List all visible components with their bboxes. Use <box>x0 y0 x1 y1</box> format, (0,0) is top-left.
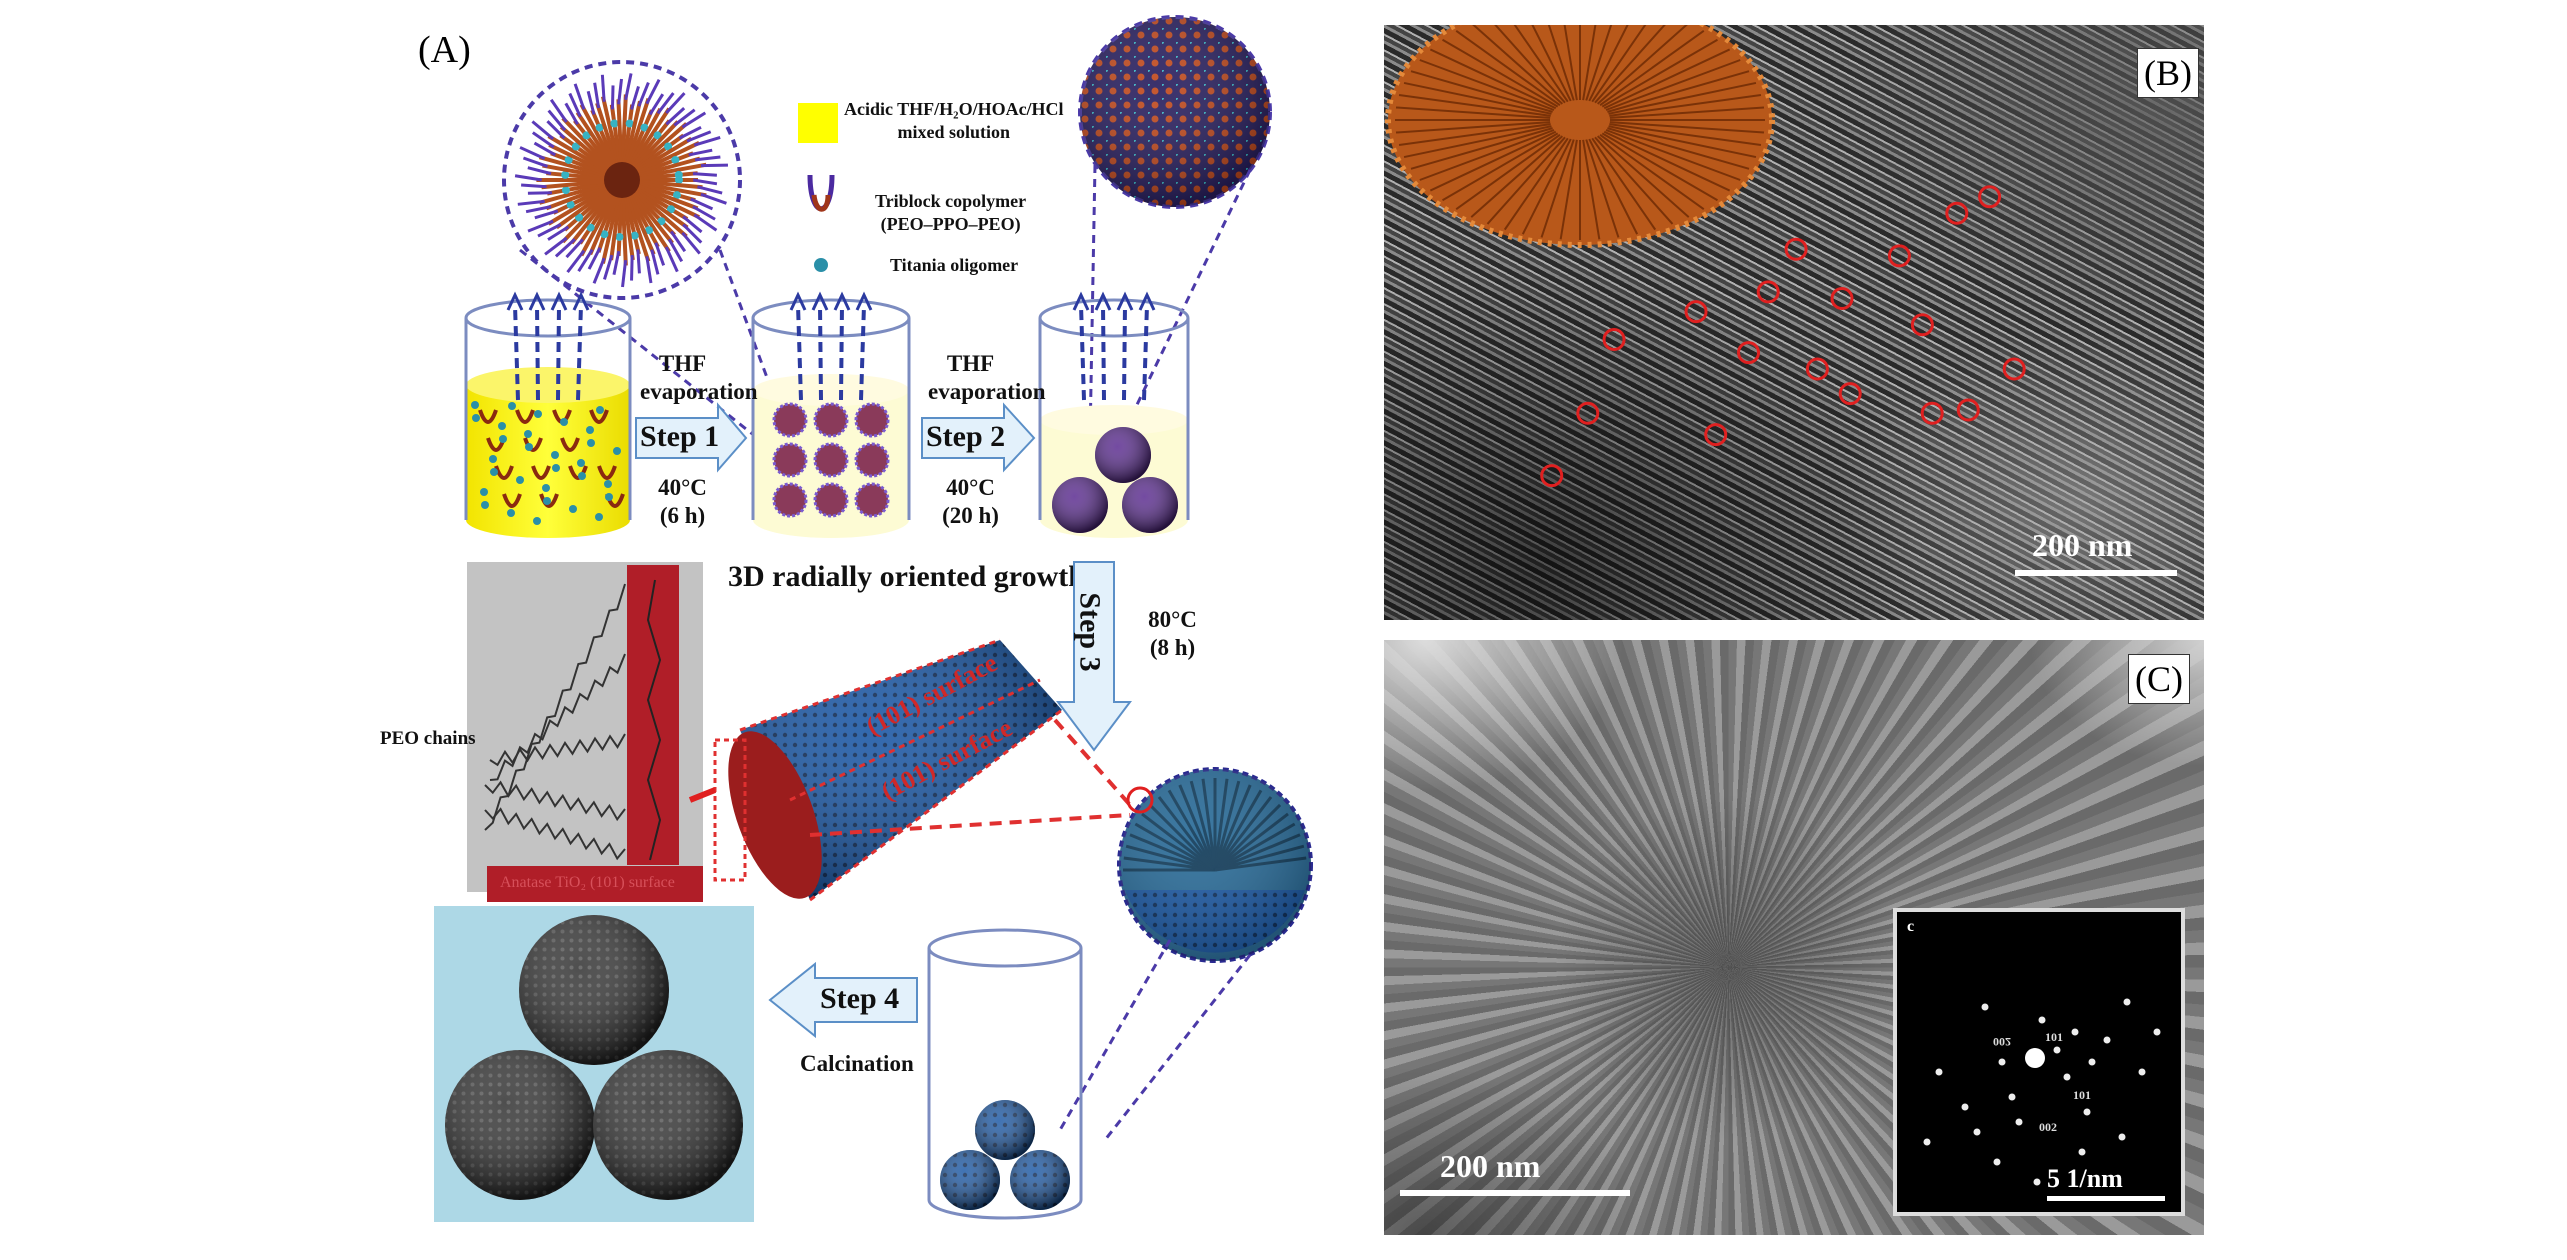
diffraction-spot <box>2063 1073 2071 1081</box>
step3-label: Step 3 <box>1073 592 1107 672</box>
diffraction-spot <box>2015 1118 2023 1126</box>
pore-marker <box>1838 382 1862 406</box>
diffraction-spot <box>2138 1068 2146 1076</box>
saed-spot-101-right: 101 <box>2073 1088 2091 1102</box>
diffraction-spot <box>2078 1148 2086 1156</box>
micelle-zoom-circle <box>502 60 792 442</box>
legend-copolymer: Triblock copolymer (PEO–PPO–PEO) <box>875 191 1027 234</box>
panel-b-scale-bar <box>2015 570 2177 576</box>
step1-arrow <box>635 402 748 473</box>
diffraction-spot <box>2103 1036 2111 1044</box>
pore-marker <box>2002 357 2026 381</box>
pore-marker <box>1830 286 1854 310</box>
pore-marker <box>1576 401 1600 425</box>
panel-c-scale-bar <box>1400 1190 1630 1196</box>
diffraction-spot <box>1961 1103 1969 1111</box>
diffraction-spot <box>2123 998 2131 1006</box>
diffraction-pattern <box>1923 998 2161 1186</box>
peo-chains-label: PEO chains <box>380 728 476 749</box>
step1-label: Step 1 <box>640 420 720 453</box>
mesophase-zoom-circle <box>1078 15 1272 441</box>
diffraction-spot <box>2083 1108 2091 1116</box>
saed-scale-bar <box>2047 1196 2165 1201</box>
saed-spot-002-top: 002 <box>1993 1035 2011 1049</box>
diffraction-spot <box>2033 1178 2041 1186</box>
panel-c-scale-text: 200 nm <box>1440 1148 1541 1184</box>
step3-conditions: 80°C (8 h) <box>1148 607 1197 660</box>
diffraction-spot <box>1935 1068 1943 1076</box>
saed-inset-label: c <box>1907 918 1915 935</box>
pore-marker <box>1956 398 1980 422</box>
pore-marker <box>1540 464 1564 488</box>
legend-swatch-solution <box>798 103 838 143</box>
panel-c-label: (C) <box>2128 654 2190 704</box>
pore-marker <box>1910 313 1934 337</box>
beaker-4 <box>927 928 1083 1220</box>
diffraction-spot <box>1993 1158 2001 1166</box>
diffraction-spot <box>1981 1003 1989 1011</box>
step3-arrow <box>1056 561 1132 752</box>
saed-scale-text: 5 1/nm <box>2047 1164 2123 1193</box>
legend-titania: Titania oligomer <box>890 255 1019 275</box>
pore-marker <box>1602 327 1626 351</box>
titania-nanorod-cylinder <box>688 638 1132 902</box>
saed-spot-002-bottom: 002 <box>2039 1120 2057 1134</box>
saed-inset: c 002 101 101 002 5 1/nm <box>1893 908 2185 1216</box>
anatase-surface-label: Anatase TiO₂ (101) surface <box>500 874 675 891</box>
pore-marker <box>1887 244 1911 268</box>
pore-marker <box>1805 357 1829 381</box>
diffraction-spot <box>2008 1093 2016 1101</box>
beaker-2 <box>751 291 911 538</box>
diffraction-spot <box>2053 1046 2061 1054</box>
peo-chains-drawing <box>484 579 662 861</box>
calcination-label: Calcination <box>800 1051 914 1076</box>
pore-marker <box>1920 401 1944 425</box>
diffraction-spot <box>1923 1138 1931 1146</box>
step4-arrow <box>768 961 918 1039</box>
step2-conditions: 40°C (20 h) <box>942 475 999 528</box>
pore-marker <box>1756 280 1780 304</box>
panel-a-label: (A) <box>418 29 471 71</box>
pore-marker <box>1704 423 1728 447</box>
panel-b-scale-text: 200 nm <box>2032 527 2133 563</box>
diffraction-spot <box>1998 1058 2006 1066</box>
pore-marker <box>1737 341 1761 365</box>
diffraction-spot <box>2071 1028 2079 1036</box>
step2-evaporation-text: THF evaporation <box>928 351 1046 404</box>
sem-image <box>1384 25 2204 620</box>
legend-solution: Acidic THF/H₂O/HOAc/HCl mixed solution <box>844 99 1064 142</box>
beaker-1 <box>464 291 632 538</box>
radial-mesopore-model <box>1385 25 2026 488</box>
diffraction-spot <box>2118 1133 2126 1141</box>
pore-marker <box>1784 237 1808 261</box>
calcined-titania-spheres <box>445 915 743 1200</box>
diffraction-spot <box>2038 1016 2046 1024</box>
diffraction-spot <box>2088 1058 2096 1066</box>
pore-marker <box>1684 300 1708 324</box>
radial-sphere-cross-section <box>1058 767 1313 1141</box>
diffraction-spot <box>2153 1028 2161 1036</box>
saed-spot-101-top: 101 <box>2045 1030 2063 1044</box>
diffraction-spot <box>1973 1128 1981 1136</box>
panel-b-label: (B) <box>2137 48 2199 98</box>
anatase-surface-bar <box>487 866 703 902</box>
legend-copolymer-icon <box>807 174 835 212</box>
growth-title: 3D radially oriented growth <box>728 560 1085 593</box>
step4-label: Step 4 <box>820 982 900 1015</box>
step1-conditions: 40°C (6 h) <box>658 475 707 528</box>
pore-marker <box>1945 201 1969 225</box>
pore-marker <box>1978 185 2002 209</box>
legend-titania-icon <box>814 258 828 272</box>
step1-evaporation-text: THF evaporation <box>640 351 758 404</box>
step2-arrow <box>921 402 1036 473</box>
beaker-3 <box>1038 291 1190 538</box>
step2-label: Step 2 <box>926 420 1006 453</box>
